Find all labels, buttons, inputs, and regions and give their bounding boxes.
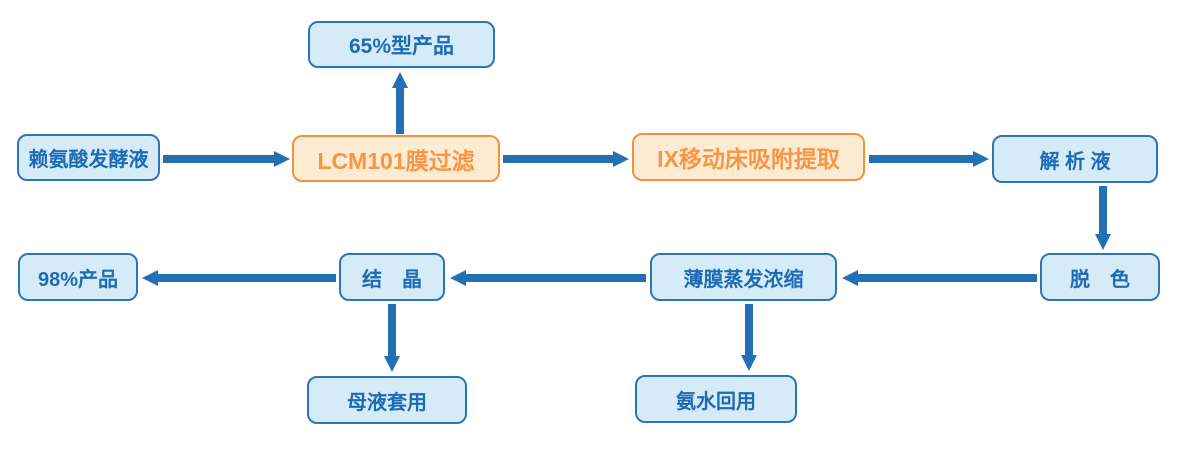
arrow-evaporation-to-ammonia-icon	[741, 304, 757, 371]
arrow-decolor-to-evaporation-icon	[842, 270, 1037, 286]
arrow-lcm101-to-ix-icon	[503, 151, 629, 167]
arrow-ix-to-desorption-icon	[869, 151, 989, 167]
node-thin-film-evaporation: 薄膜蒸发浓缩	[650, 253, 837, 301]
node-label: LCM101膜过滤	[317, 147, 475, 174]
node-crystallization: 结 晶	[339, 253, 445, 301]
node-label: 65%型产品	[348, 34, 455, 58]
arrow-broth-to-lcm101-icon	[163, 151, 290, 167]
arrow-evaporation-to-crystal-icon	[450, 270, 646, 286]
node-decolorization: 脱 色	[1040, 253, 1160, 301]
node-lysine-fermentation-broth: 赖氨酸发酵液	[17, 134, 160, 181]
arrow-crystal-to-motherliquor-icon	[384, 304, 400, 372]
node-mother-liquor-reuse: 母液套用	[307, 376, 467, 424]
node-label: 98%产品	[37, 268, 119, 291]
node-desorption-liquid: 解 析 液	[992, 135, 1158, 183]
node-ammonia-water-recycle: 氨水回用	[635, 375, 797, 423]
arrow-crystal-to-98product-icon	[142, 270, 336, 286]
node-label: 赖氨酸发酵液	[28, 149, 149, 171]
node-label: 氨水回用	[676, 390, 756, 413]
arrow-desorption-to-decolor-icon	[1095, 186, 1111, 250]
node-label: 薄膜蒸发浓缩	[683, 268, 804, 291]
node-label: 脱 色	[1070, 268, 1130, 291]
node-label: IX移动床吸附提取	[657, 146, 840, 172]
node-65-percent-product: 65%型产品	[308, 21, 495, 68]
node-label: 母液套用	[347, 391, 427, 414]
node-lcm101-membrane-filtration: LCM101膜过滤	[292, 135, 500, 182]
node-label: 解 析 液	[1039, 150, 1111, 173]
node-label: 结 晶	[362, 268, 422, 291]
node-98-percent-product: 98%产品	[18, 253, 138, 301]
node-ix-moving-bed-adsorption: IX移动床吸附提取	[632, 133, 865, 181]
arrow-lcm101-to-65product-icon	[392, 72, 408, 134]
